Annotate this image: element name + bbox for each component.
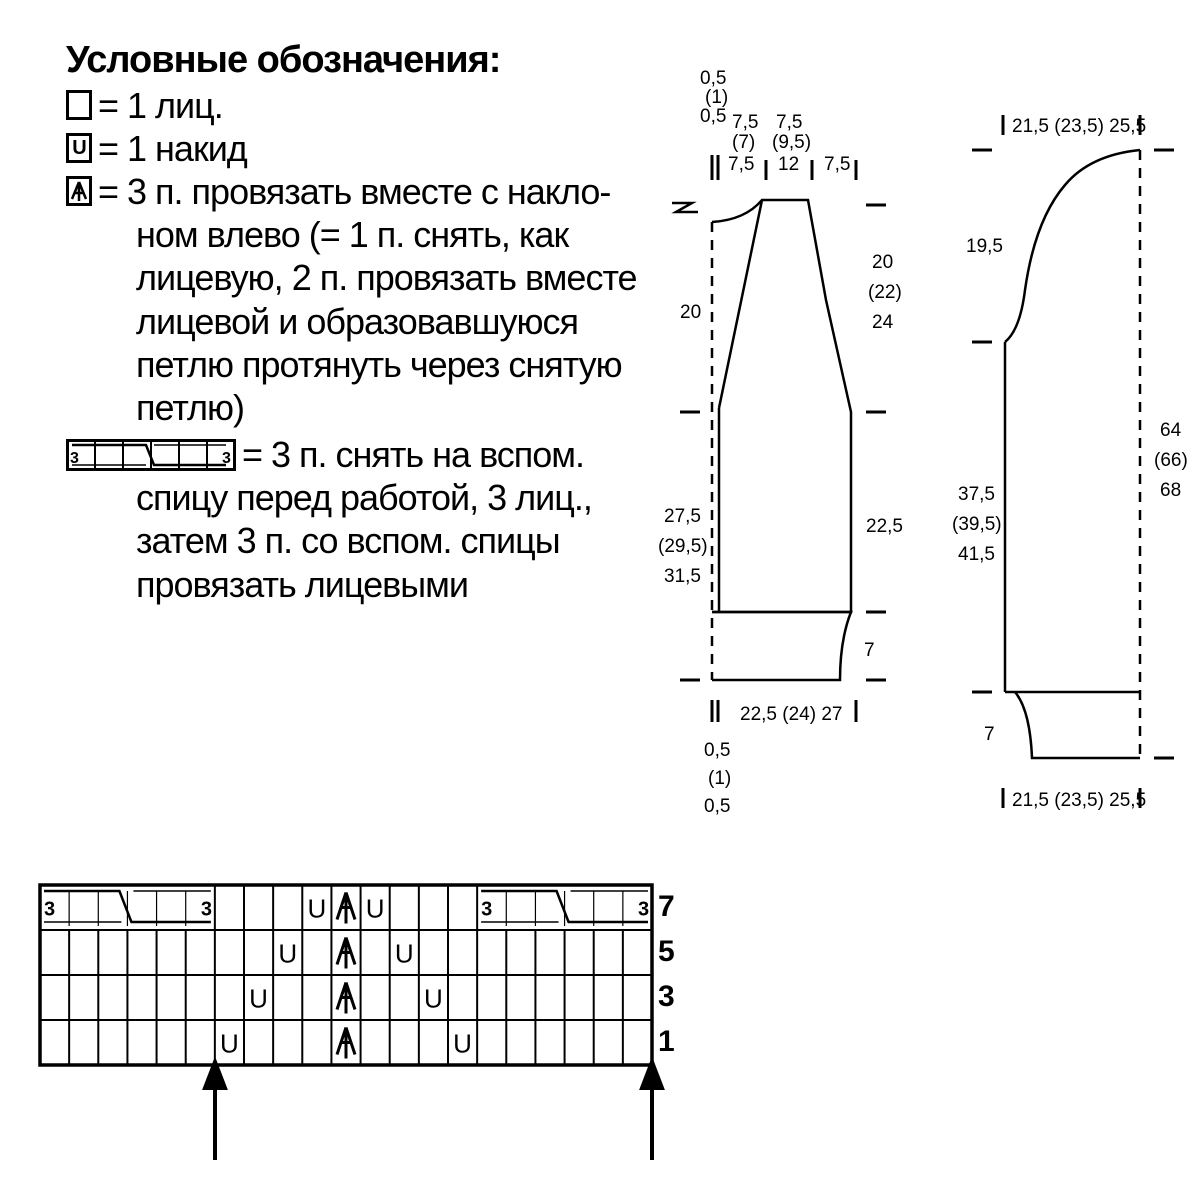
dim-bottom-width: 22,5 (24) 27 xyxy=(740,704,842,725)
dim-right-rib: 7 xyxy=(864,640,875,661)
cable-cross xyxy=(481,890,648,923)
yarn-over-symbol: U xyxy=(220,1029,239,1059)
dim-top-neck1: 7,5 xyxy=(776,112,802,133)
cable-icon: 3 3 xyxy=(66,439,236,472)
yarn-over-symbol: U xyxy=(453,1029,472,1059)
yarn-over-symbol: U xyxy=(249,984,268,1014)
legend: Условные обозначения: = 1 лиц. U = 1 нак… xyxy=(66,38,666,606)
legend-item-cable: 3 3 = 3 п. снять на вспом. xyxy=(66,433,666,476)
cable-num-end: 3 xyxy=(638,899,649,921)
yarn-over-symbol: U xyxy=(307,894,326,924)
sleeve-total2: (66) xyxy=(1154,450,1188,471)
row-number-7: 7 xyxy=(658,890,675,923)
dim-right-armhole2: (22) xyxy=(868,282,902,303)
legend-item-continuation: ном влево (= 1 п. снять, как лицевую, 2 … xyxy=(136,214,638,428)
dim-top-right: 7,5 xyxy=(824,154,850,175)
dim-top-half3: 0,5 xyxy=(700,106,726,127)
dim-left-yoke: 20 xyxy=(680,302,701,323)
row-number-3: 3 xyxy=(658,980,675,1013)
legend-item-decrease: = 3 п. провязать вместе с накло- xyxy=(66,170,666,213)
dim-bottom-half2: (1) xyxy=(708,768,731,789)
cable-cross xyxy=(481,889,648,924)
decrease-arrow-symbol xyxy=(335,1027,357,1059)
up-arrow-icon xyxy=(66,175,92,206)
sleeve-bottom-width: 21,5 (23,5) 25,5 xyxy=(1012,790,1146,811)
legend-item-text: = 1 лиц. xyxy=(98,84,224,126)
yarn-over-icon: U xyxy=(66,132,92,163)
sleeve-cap-height: 19,5 xyxy=(966,236,1003,257)
dim-left-body1: 27,5 xyxy=(664,506,701,527)
dim-top-half1: 0,5 xyxy=(700,68,726,89)
cable-num-end: 3 xyxy=(201,899,212,921)
cable-num-start: 3 xyxy=(44,899,55,921)
cable-cross xyxy=(44,889,211,924)
front-cuff xyxy=(712,610,853,682)
dim-right-armhole1: 20 xyxy=(872,252,893,273)
legend-item-continuation: спицу перед работой, 3 лиц., затем 3 п. … xyxy=(136,477,593,605)
cable-cross xyxy=(44,890,211,923)
sleeve-length2: (39,5) xyxy=(952,514,1002,535)
dim-top-shoulder3: 7,5 xyxy=(728,154,754,175)
dim-top-shoulder2: (7) xyxy=(732,132,755,153)
legend-item-knit: = 1 лиц. xyxy=(66,84,666,127)
legend-item-text: = 1 накид xyxy=(98,127,248,169)
sleeve-total1: 64 xyxy=(1160,420,1182,441)
yarn-over-symbol: U xyxy=(424,984,443,1014)
dim-top-half2: (1) xyxy=(705,87,728,108)
dim-top-neck3: 12 xyxy=(778,154,799,175)
yarn-over-symbol: U xyxy=(395,939,414,969)
sleeve-total3: 68 xyxy=(1160,480,1181,501)
decrease-arrow-symbol xyxy=(335,982,357,1014)
front-outline xyxy=(711,198,853,614)
dim-right-side: 22,5 xyxy=(866,516,903,537)
cable-num-start: 3 xyxy=(481,899,492,921)
sleeve-cap xyxy=(1004,148,1141,343)
dim-top-shoulder1: 7,5 xyxy=(732,112,758,133)
sleeve-cuff xyxy=(1014,691,1140,760)
sleeve-top-width: 21,5 (23,5) 25,5 xyxy=(1012,116,1146,137)
cable-num-left: 3 xyxy=(70,450,79,467)
empty-box-icon xyxy=(66,89,92,120)
decrease-arrow-symbol xyxy=(335,937,357,969)
legend-title: Условные обозначения: xyxy=(66,39,501,81)
legend-item-yarn-over: U = 1 накид xyxy=(66,127,666,170)
dim-right-armhole3: 24 xyxy=(872,312,894,333)
dim-top-neck2: (9,5) xyxy=(772,132,811,153)
yarn-over-symbol: U xyxy=(278,939,297,969)
dim-left-body3: 31,5 xyxy=(664,566,701,587)
sleeve-length3: 41,5 xyxy=(958,544,995,565)
row-number-1: 1 xyxy=(658,1025,675,1058)
decrease-arrow-symbol xyxy=(335,892,357,924)
yarn-over-symbol: U xyxy=(366,894,385,924)
sleeve-cuff: 7 xyxy=(984,724,995,745)
repeat-arrows xyxy=(202,1056,665,1160)
row-number-5: 5 xyxy=(658,935,675,968)
dim-bottom-half1: 0,5 xyxy=(704,740,730,761)
cable-num-right: 3 xyxy=(222,450,231,467)
legend-item-text: = 3 п. провязать вместе с накло- xyxy=(98,170,611,212)
dim-bottom-half3: 0,5 xyxy=(704,796,730,817)
sleeve-length1: 37,5 xyxy=(958,484,995,505)
chart-border xyxy=(38,883,654,1067)
legend-item-text: = 3 п. снять на вспом. xyxy=(242,434,585,476)
